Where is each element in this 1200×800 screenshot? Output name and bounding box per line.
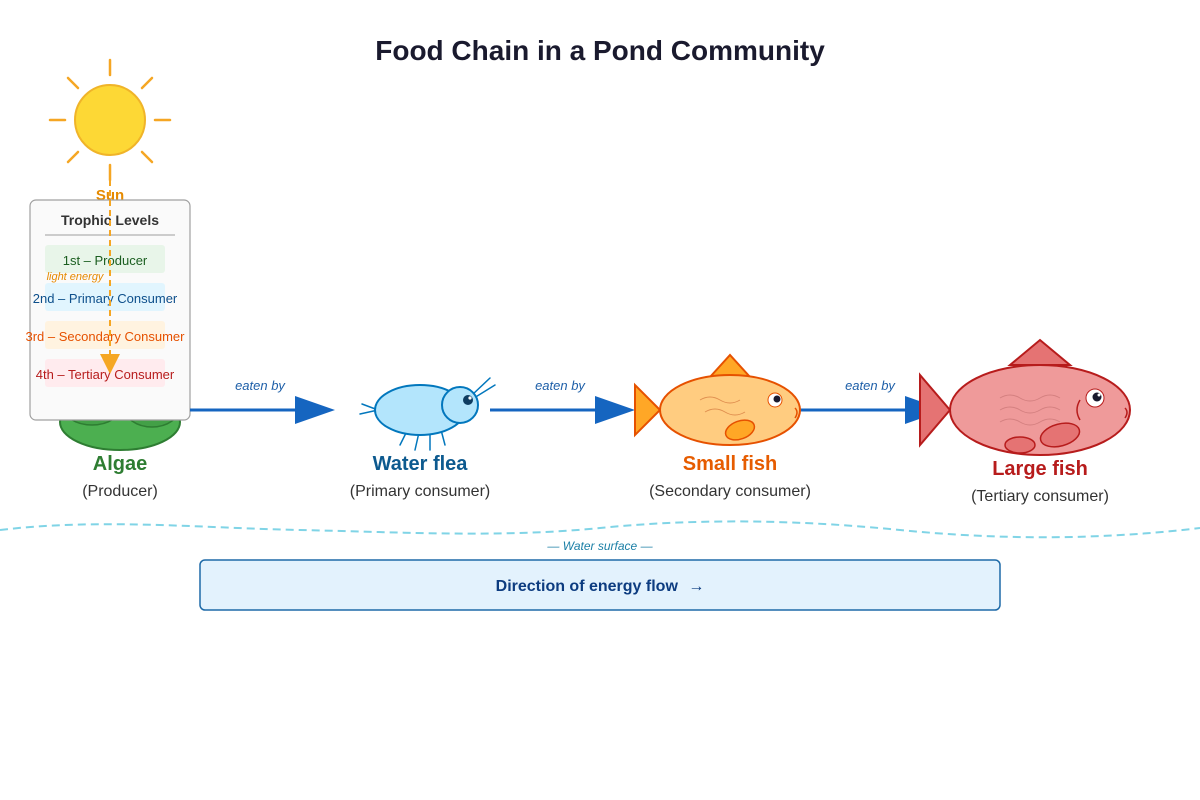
eaten-by-label-2: eaten by [535, 378, 586, 393]
water-flea-icon [359, 377, 496, 451]
legend-item-primary: 2nd – Primary Consumer [33, 291, 178, 306]
chain-arrow-1 [190, 396, 335, 424]
legend-item-producer: 1st – Producer [63, 253, 148, 268]
legend-item-tertiary: 4th – Tertiary Consumer [36, 367, 175, 382]
legend-swatch-3 [45, 321, 165, 349]
energy-flow-box: Direction of energy flow → [199, 559, 1001, 611]
svg-text:Direction of energy flow: Direction of energy flow → [496, 578, 705, 595]
light-energy-label: light energy [47, 271, 105, 283]
organism-role-small-fish: (Secondary consumer) [649, 483, 811, 500]
legend-swatch-2 [45, 283, 165, 311]
diagram-title: Food Chain in a Pond Community [375, 35, 825, 66]
sun-icon [48, 58, 172, 182]
energy-flow-arrow-icon: → [688, 578, 704, 595]
water-surface-line [0, 520, 1200, 539]
trophic-legend: Trophic Levels 1st – Producer 2nd – Prim… [26, 199, 191, 421]
small-fish-icon [634, 353, 801, 446]
energy-flow-label: Direction of energy flow [496, 578, 679, 595]
legend-swatch-1 [45, 245, 165, 273]
organism-role-large-fish: (Tertiary consumer) [971, 488, 1109, 505]
organism-role-water-flea: (Primary consumer) [350, 483, 490, 500]
organism-name-algae: Algae [93, 453, 147, 475]
organism-name-water-flea: Water flea [373, 453, 469, 475]
organism-name-small-fish: Small fish [683, 453, 777, 475]
eaten-by-label-3: eaten by [845, 378, 896, 393]
eaten-by-label-1: eaten by [235, 378, 286, 393]
chain-arrow-2 [490, 396, 635, 424]
organism-role-algae: (Producer) [82, 483, 158, 500]
legend-item-secondary: 3rd – Secondary Consumer [26, 329, 186, 344]
large-fish-icon [919, 338, 1131, 456]
water-surface-label: — Water surface — [546, 539, 653, 553]
organism-name-large-fish: Large fish [992, 458, 1088, 480]
